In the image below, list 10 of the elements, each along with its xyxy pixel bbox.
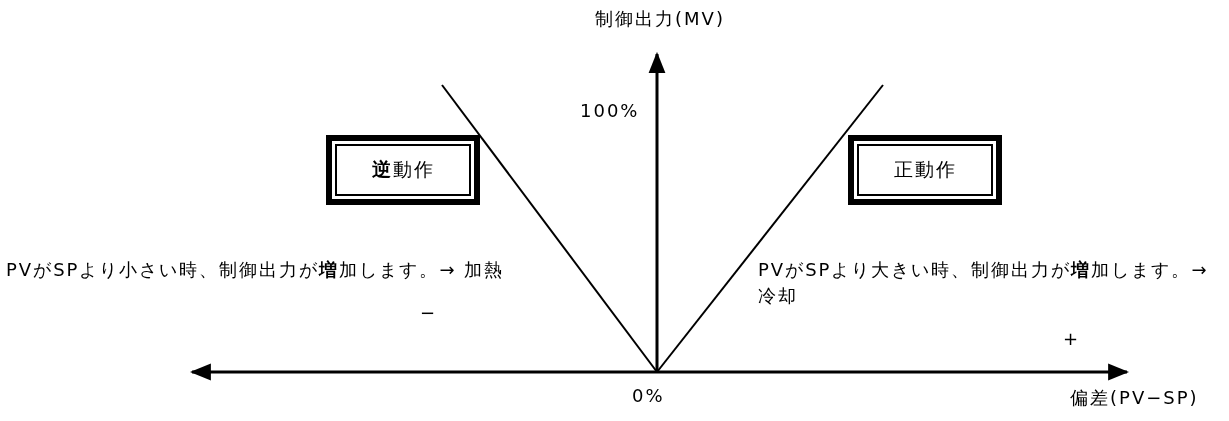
- axis-title: 制御出力(MV): [594, 7, 726, 31]
- mode-box: 逆動作: [326, 135, 480, 205]
- description-text: PVがSPより小さい時、制御出力が増加します。→ 加熱: [6, 258, 506, 282]
- tick-label: 0%: [632, 384, 666, 408]
- tick-label: 100%: [580, 99, 641, 123]
- mode-box: 正動作: [848, 135, 1002, 205]
- sign-label: −: [420, 301, 439, 325]
- description-text: PVがSPより大きい時、制御出力が増加します。→ 冷却: [758, 258, 1210, 308]
- axis-title: 偏差(PV−SP): [1070, 386, 1200, 410]
- sign-label: +: [1063, 327, 1082, 351]
